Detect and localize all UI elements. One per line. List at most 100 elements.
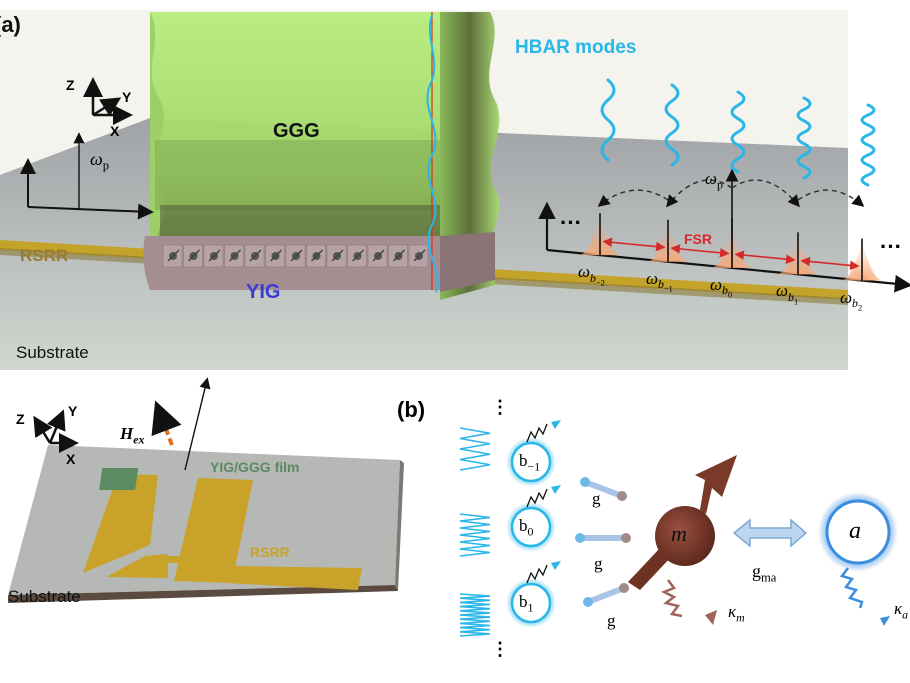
spin-cell	[162, 244, 183, 268]
panel-a-label: (a)	[0, 12, 21, 37]
ggg-label: GGG	[273, 120, 320, 142]
coupling-g-label-3: g	[607, 611, 616, 630]
phonon-mode-label: b−1	[519, 451, 541, 474]
spin-cell	[203, 244, 224, 268]
kappa-a-subscript: a	[902, 607, 909, 622]
spin-cell	[183, 244, 203, 268]
kappa-m-subscript: m	[736, 610, 745, 625]
panel-b-label: (b)	[397, 397, 426, 422]
kappa-a-symbol: κ	[894, 599, 903, 618]
pump-frequency-label: ωp	[90, 150, 109, 172]
phonon-decay-wave	[526, 488, 548, 508]
external-field-label: Hex	[120, 425, 144, 446]
axis-z-label: Z	[66, 77, 75, 93]
spin-cell	[285, 244, 306, 268]
fsr-arrow	[602, 237, 666, 252]
scattering-arrow	[597, 189, 669, 207]
phonon-wave-0	[459, 427, 491, 471]
spin-cell	[244, 244, 265, 268]
device-schematic	[8, 377, 404, 603]
device-rsrr-label: RSRR	[250, 544, 290, 560]
mode-label: ωb2	[840, 287, 863, 313]
mode-label: ωb0	[710, 274, 733, 300]
hbar-modes-title: HBAR modes	[515, 37, 637, 58]
fsr-arrow	[800, 256, 860, 271]
axis-x-label: X	[110, 123, 120, 139]
gma-symbol: g	[752, 561, 761, 581]
spectrum-plot	[538, 168, 910, 293]
scattering-arrow	[731, 179, 800, 208]
phonon-wave-1	[459, 513, 491, 557]
yig-label: YIG	[246, 281, 281, 303]
phonon-mode-circle	[510, 506, 552, 548]
phonon-decay-wave	[526, 423, 548, 443]
spin-cell	[388, 244, 408, 268]
coupling-g-arrow	[585, 585, 627, 605]
fsr-arrow	[734, 250, 796, 264]
hbar-mode-waves	[600, 78, 876, 187]
hbar-wave-3	[796, 96, 812, 180]
ggg-block	[150, 12, 500, 300]
hbar-standing-wave	[426, 14, 439, 293]
phonon-mode-label: b1	[519, 592, 534, 615]
spectrum-pump-label: ωp	[705, 170, 723, 191]
kappa-m-label: κm	[728, 603, 745, 624]
spin-cell	[326, 244, 347, 268]
modes-ellipsis-bottom: ⋮	[491, 639, 509, 659]
phonon-decay-wave	[526, 564, 548, 584]
modes-ellipsis-top: ⋮	[491, 397, 509, 417]
hbar-wave-2	[730, 90, 746, 174]
cavity-label: a	[849, 518, 861, 544]
cavity-damping-wave	[839, 567, 864, 609]
gma-coupling-arrow	[732, 518, 808, 548]
spin-cell	[224, 244, 244, 268]
spectrum-ellipsis-right: ···	[880, 234, 902, 259]
yig-ggg-film	[99, 468, 139, 490]
gma-subscript: ma	[761, 570, 777, 585]
device-axis-y-label: Y	[68, 403, 78, 419]
spin-cell	[367, 244, 388, 268]
kappa-a-label: κa	[894, 600, 908, 621]
axis-y-label: Y	[122, 89, 132, 105]
spin-cell	[265, 244, 285, 268]
device-substrate-label: Substrate	[8, 587, 81, 606]
mode-label: ωb−2	[578, 262, 605, 287]
spectrum-pump-subscript: p	[717, 177, 723, 192]
scattering-arrow	[666, 179, 733, 208]
magnon-damping-wave	[660, 579, 683, 618]
fsr-arrow	[670, 244, 730, 258]
kappa-m-symbol: κ	[728, 602, 737, 621]
spin-cell	[408, 244, 429, 268]
pump-subscript: p	[102, 158, 110, 173]
gma-label: gma	[752, 562, 776, 584]
mode-label: ωb−1	[646, 268, 673, 294]
hbar-wave-1	[664, 83, 680, 167]
device-axis-z-label: Z	[16, 411, 25, 427]
phonon-mode-circle	[510, 441, 552, 483]
rsrr-label: RSRR	[20, 246, 69, 265]
mode-label: ωb1	[776, 281, 799, 307]
magnon-label: m	[671, 521, 687, 546]
external-field-arrow	[151, 400, 182, 446]
field-subscript: ex	[133, 432, 145, 447]
hbar-wave-0	[600, 78, 616, 162]
coupling-g-label-2: g	[594, 554, 603, 573]
phonon-mode-circle	[510, 582, 552, 624]
phonon-wave-2	[459, 593, 491, 637]
spin-cell	[306, 244, 326, 268]
axes-device	[33, 409, 79, 453]
hbar-wave-4	[860, 103, 876, 187]
pump-axes-a	[20, 132, 154, 220]
device-axis-x-label: X	[66, 451, 76, 467]
pump-symbol: ω	[90, 149, 103, 169]
cavity-mode	[825, 499, 891, 565]
coupling-g-label-1: g	[592, 489, 601, 508]
film-label: YIG/GGG film	[210, 459, 300, 475]
zoom-pointer-arrow	[184, 377, 211, 471]
rsrr-pattern	[83, 474, 362, 590]
spectrum-ellipsis-left: ···	[560, 210, 582, 235]
phonon-mode-label: b0	[519, 516, 534, 539]
field-symbol: H	[120, 424, 134, 443]
